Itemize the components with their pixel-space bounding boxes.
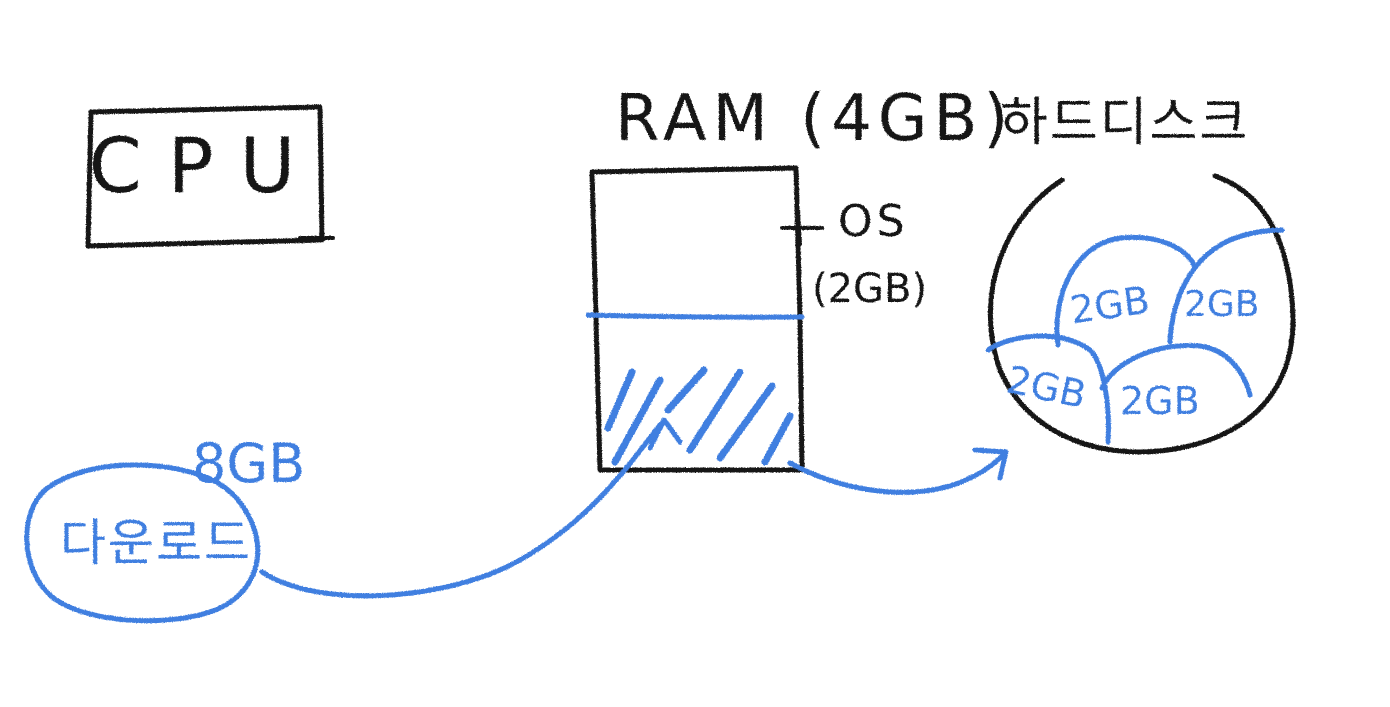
- ram-divider: [585, 312, 805, 320]
- disk-chunk-label: 2GB: [1120, 379, 1200, 423]
- download-label: 다운로드: [60, 514, 252, 572]
- arrow-head: [647, 417, 683, 451]
- disk-chunk-outline: [1167, 227, 1285, 345]
- download-size-label: 8GB: [192, 432, 305, 495]
- os-size-label: (2GB): [812, 266, 927, 312]
- os-label: OS: [838, 196, 909, 247]
- harddisk-outline: [987, 173, 1296, 455]
- ram-hatch: [604, 366, 794, 466]
- arrow-ram-to-disk: [787, 453, 1005, 495]
- cpu-label: CPU: [89, 121, 322, 210]
- disk-chunk-outline: [985, 333, 1111, 445]
- disk-chunk-label: 2GB: [1184, 284, 1260, 325]
- ram-title: RAM (4GB): [615, 82, 1014, 156]
- download-blob: 다운로드 8GB: [24, 432, 305, 624]
- harddisk-title: 하드디스크: [1000, 93, 1249, 153]
- ram-block: RAM (4GB) OS (2GB): [585, 82, 1014, 473]
- disk-chunk-label: 2GB: [1067, 278, 1152, 333]
- disk-chunk-outline: [1054, 234, 1198, 348]
- cpu-box: CPU: [85, 104, 335, 249]
- disk-chunk-outline: [1099, 342, 1253, 398]
- arrow-head: [972, 447, 1009, 481]
- arrow-download-to-ram: [259, 422, 663, 599]
- disk-chunk-label: 2GB: [1003, 357, 1090, 417]
- download-outline: [24, 462, 261, 624]
- harddisk: 하드디스크 2GB 2GB 2GB 2GB: [985, 93, 1296, 455]
